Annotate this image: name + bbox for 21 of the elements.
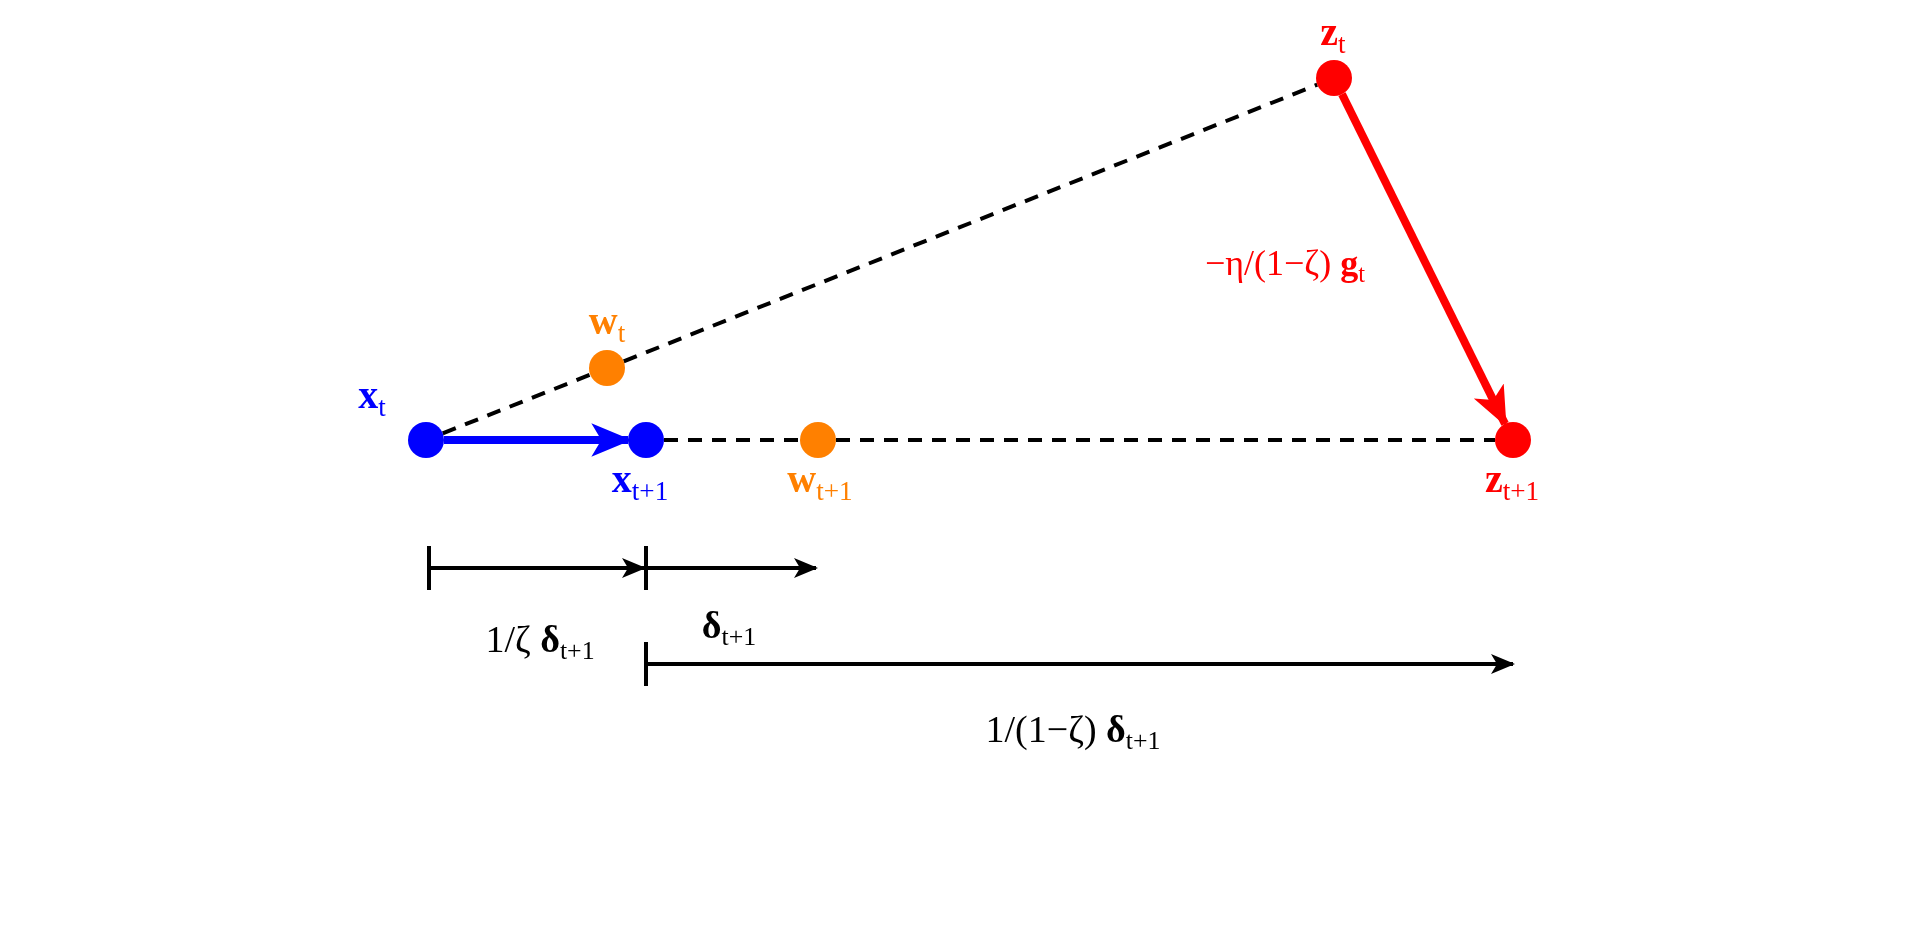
- point-label: w$_{t}$: [588, 300, 626, 348]
- math-label: 1/(1−ζ) δ$_{t+1}$: [985, 709, 1161, 755]
- point-dot: [1495, 422, 1531, 458]
- point-dot: [800, 422, 836, 458]
- point-label: x$_{t+1}$: [611, 458, 669, 506]
- math-label: 1/ζ δ$_{t+1}$: [485, 619, 595, 665]
- dashed-line: [836, 438, 1495, 442]
- point-label: w$_{t+1}$: [787, 458, 853, 506]
- dashed-line: [622, 82, 1319, 364]
- point-dot: [1316, 60, 1352, 96]
- point-label: x$_{t}$: [358, 374, 386, 422]
- dashed-line: [442, 372, 591, 436]
- point-dot: [589, 350, 625, 386]
- edge-label: −η/(1−ζ) g$_{t}$: [1204, 245, 1366, 287]
- point-label: z$_{t}$: [1320, 11, 1346, 59]
- math-label: δ$_{t+1}$: [701, 605, 757, 651]
- point-label: z$_{t+1}$: [1484, 458, 1540, 506]
- arrow: [1338, 92, 1509, 427]
- point-dot: [628, 422, 664, 458]
- point-dot: [408, 422, 444, 458]
- dashed-line: [664, 438, 800, 442]
